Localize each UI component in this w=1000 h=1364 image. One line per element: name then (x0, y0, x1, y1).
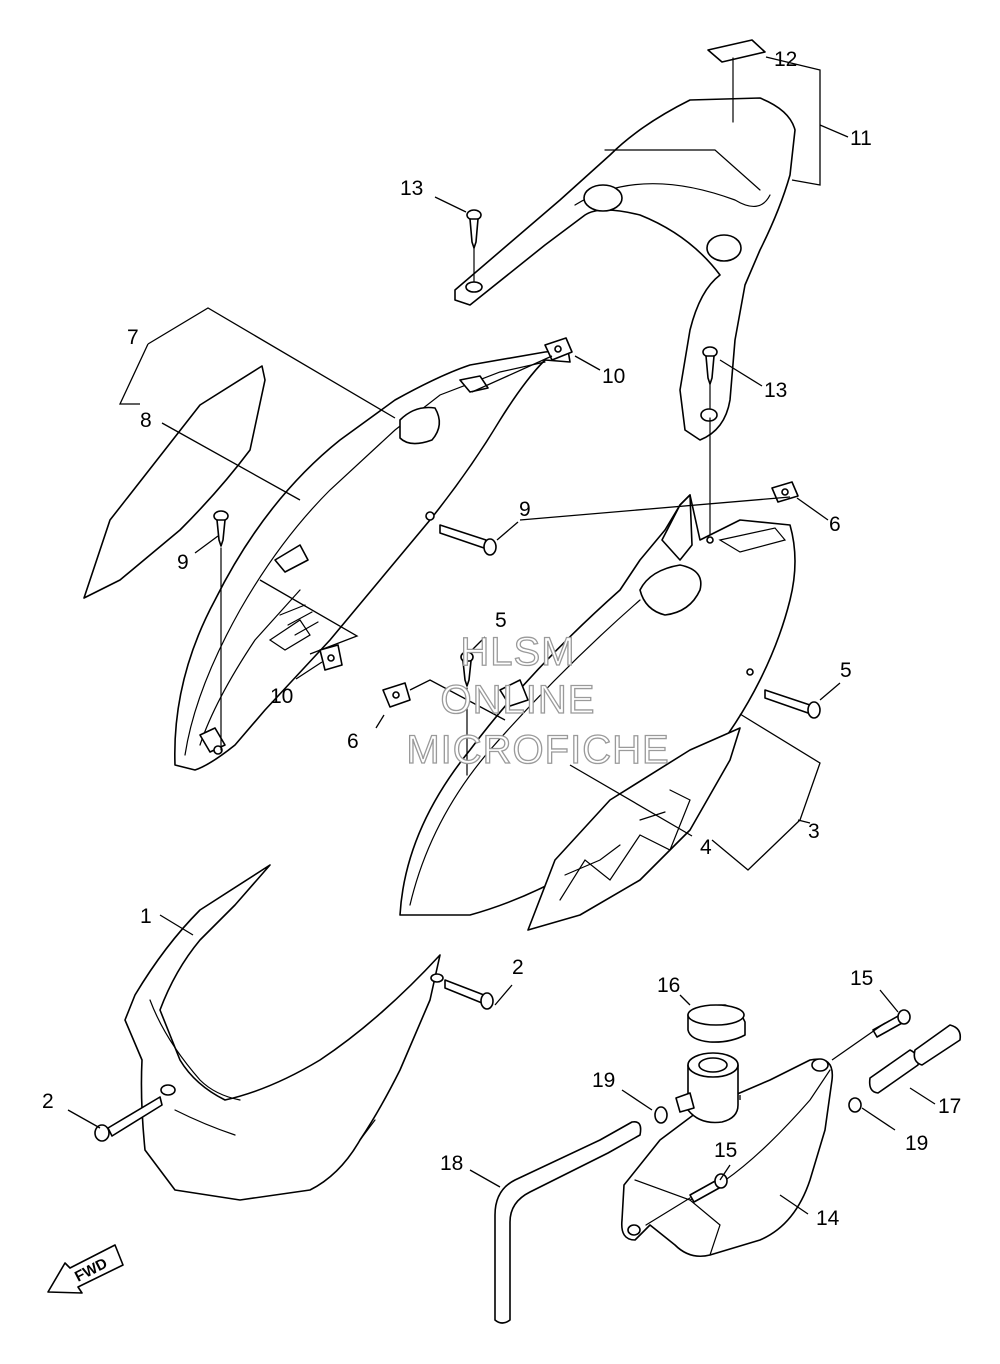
callout-10: 10 (270, 685, 293, 708)
leader-lines (67, 56, 936, 1215)
watermark-line-3: MICROFICHE (406, 728, 669, 772)
hose-clamp-icon (848, 1097, 862, 1113)
watermark: HLSM ONLINE MICROFICHE (406, 629, 670, 772)
callout-19: 19 (592, 1069, 615, 1092)
screw-icon (439, 524, 497, 556)
fwd-arrow-icon: FWD (47, 1244, 124, 1294)
callout-18: 18 (440, 1152, 463, 1175)
side-decal-left-part (83, 365, 266, 599)
callout-14: 14 (816, 1207, 840, 1230)
callout-15: 15 (850, 967, 873, 990)
callout-5: 5 (495, 609, 507, 632)
side-cover-left-part (174, 349, 571, 771)
watermark-line-2: ONLINE (441, 678, 596, 722)
callout-7: 7 (127, 326, 139, 349)
tank-filler-neck-part (675, 1052, 739, 1124)
screw-icon (872, 1009, 911, 1038)
tank-cap-part (687, 1004, 746, 1043)
callout-3: 3 (808, 820, 820, 843)
callout-5: 5 (840, 659, 852, 682)
screw-icon (764, 689, 821, 719)
screw-icon (444, 979, 494, 1010)
lower-cover-part (124, 864, 444, 1201)
callout-6: 6 (829, 513, 841, 536)
screw-icon (460, 651, 474, 776)
seal-label-part (707, 39, 766, 63)
hose-clamp-icon (654, 1106, 668, 1124)
callout-2: 2 (512, 956, 524, 979)
clip-nut-icon (382, 682, 411, 708)
callout-1: 1 (140, 905, 152, 928)
callout-11: 11 (850, 127, 872, 150)
screw-icon (94, 1096, 163, 1142)
side-decal-right-part (527, 727, 741, 931)
callout-numbers: 1 2 2 3 4 5 5 6 6 7 8 9 9 10 10 11 12 13… (42, 48, 961, 1230)
callout-8: 8 (140, 409, 152, 432)
screw-icon (645, 1173, 728, 1226)
callout-16: 16 (657, 974, 680, 997)
callout-19: 19 (905, 1132, 928, 1155)
callout-9: 9 (519, 498, 531, 521)
screw-icon (702, 346, 718, 409)
screw-icon (466, 209, 482, 283)
hose-part (494, 1120, 642, 1324)
clip-nut-icon (544, 337, 573, 361)
side-cover-right-part (399, 494, 796, 916)
clip-nut-icon (771, 481, 799, 503)
callout-13: 13 (400, 177, 423, 200)
screw-icon (213, 510, 229, 751)
callout-10: 10 (602, 365, 625, 388)
clip-nut-icon (319, 644, 343, 671)
callout-13: 13 (764, 379, 787, 402)
callout-9: 9 (177, 551, 189, 574)
callout-2: 2 (42, 1090, 54, 1113)
callout-6: 6 (347, 730, 359, 753)
callout-15: 15 (714, 1139, 737, 1162)
callout-17: 17 (938, 1095, 961, 1118)
short-hose-part (868, 1024, 962, 1094)
callout-12: 12 (774, 48, 797, 71)
watermark-line-1: HLSM (460, 630, 575, 674)
callout-4: 4 (700, 836, 712, 859)
